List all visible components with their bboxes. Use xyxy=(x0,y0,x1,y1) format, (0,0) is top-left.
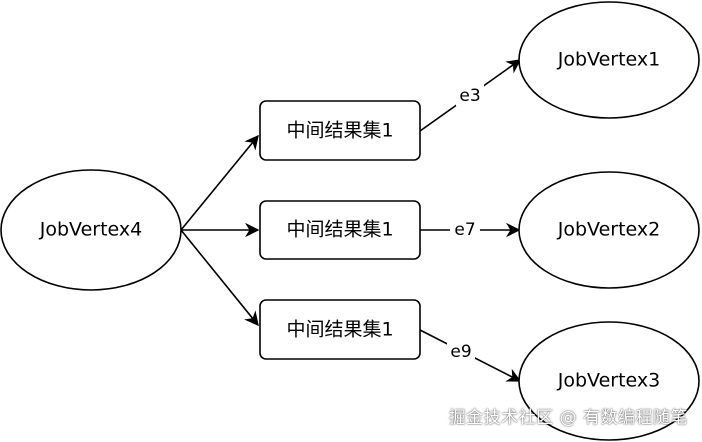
edge-label-e9: e9 xyxy=(450,342,471,362)
node-jobvertex4[interactable] xyxy=(0,169,182,291)
watermark-text: 掘金技术社区 @ 有数编程随笔 xyxy=(448,408,688,428)
edge-source-to-result-1 xyxy=(180,134,259,231)
node-jobvertex3[interactable] xyxy=(518,321,700,441)
node-result-1-label: 中间结果集1 xyxy=(286,120,393,142)
node-jobvertex1-label: JobVertex1 xyxy=(557,49,660,71)
node-jobvertex2-label: JobVertex2 xyxy=(557,219,660,241)
edge-label-e3: e3 xyxy=(459,86,480,106)
node-result-1[interactable] xyxy=(259,100,421,161)
node-jobvertex1[interactable] xyxy=(518,1,700,119)
node-result-3-label: 中间结果集1 xyxy=(286,319,393,341)
node-jobvertex2[interactable] xyxy=(518,171,700,289)
node-result-3[interactable] xyxy=(259,299,421,360)
edge-label-e7: e7 xyxy=(454,220,475,240)
node-jobvertex4-label: JobVertex4 xyxy=(39,219,142,241)
node-jobvertex3-label: JobVertex3 xyxy=(557,370,660,392)
edge-source-to-result-3 xyxy=(180,229,259,327)
node-result-2[interactable] xyxy=(259,200,421,260)
node-result-2-label: 中间结果集1 xyxy=(286,219,393,241)
